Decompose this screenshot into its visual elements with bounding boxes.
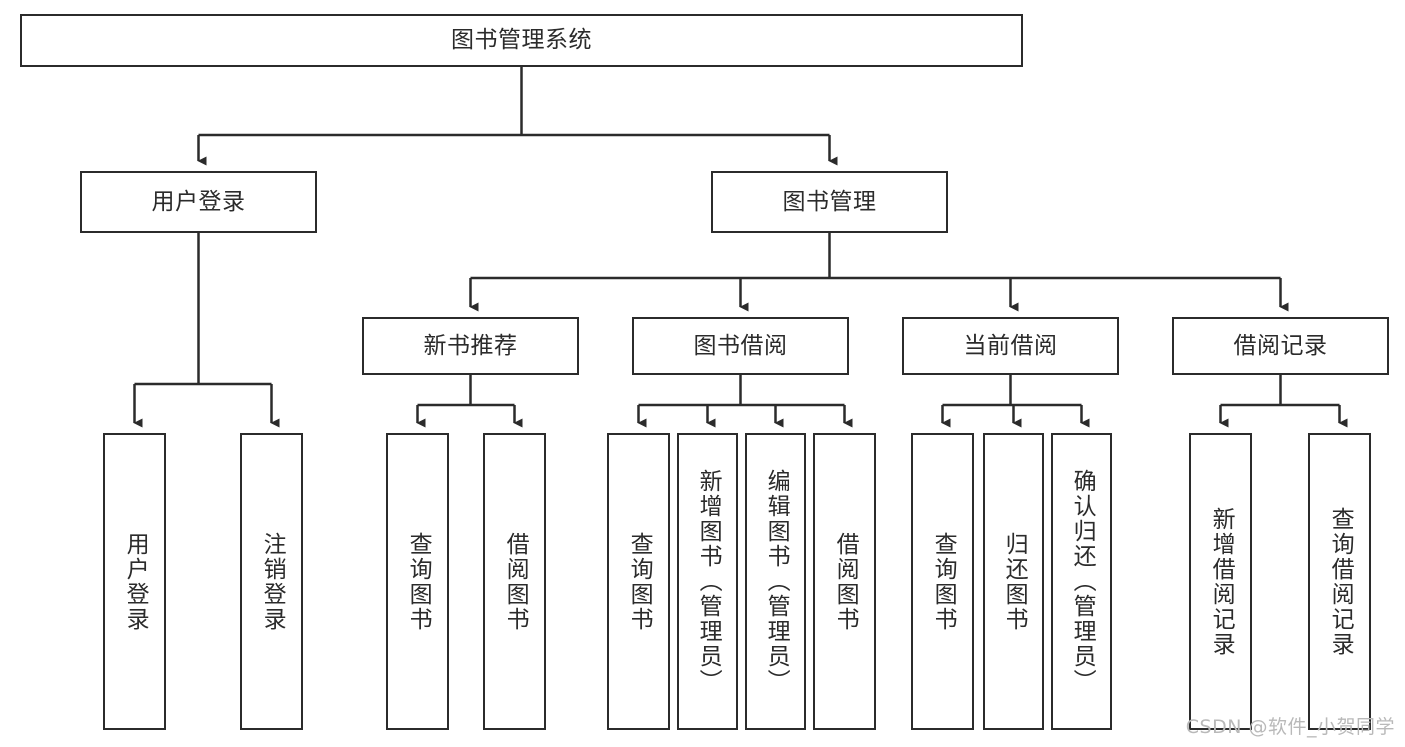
node-label: 查询图书 [405, 531, 432, 632]
node-leaf-logout[interactable]: 注销登录 [240, 433, 303, 730]
node-book-manage[interactable]: 图书管理 [711, 171, 948, 233]
node-label: 新增图书（管理员） [695, 469, 722, 694]
node-leaf-recommend-borrow-book[interactable]: 借阅图书 [483, 433, 546, 730]
node-leaf-borrow-borrow-book[interactable]: 借阅图书 [813, 433, 876, 730]
node-label: 图书借阅 [693, 332, 788, 359]
node-label: 图书管理系统 [451, 27, 592, 53]
node-new-book-recommend[interactable]: 新书推荐 [362, 317, 579, 375]
node-leaf-record-add[interactable]: 新增借阅记录 [1189, 433, 1252, 730]
node-label: 编辑图书（管理员） [763, 469, 790, 694]
node-label: 查询图书 [930, 531, 957, 632]
node-leaf-current-return-book[interactable]: 归还图书 [983, 433, 1044, 730]
node-user-login[interactable]: 用户登录 [80, 171, 317, 233]
node-leaf-borrow-query-book[interactable]: 查询图书 [607, 433, 670, 730]
node-label: 用户登录 [151, 188, 246, 215]
node-label: 查询借阅记录 [1327, 506, 1354, 657]
node-label: 当前借阅 [963, 332, 1058, 359]
node-leaf-current-query-book[interactable]: 查询图书 [911, 433, 974, 730]
node-label: 借阅记录 [1233, 332, 1328, 359]
node-borrow-record[interactable]: 借阅记录 [1172, 317, 1389, 375]
node-label: 查询图书 [626, 531, 653, 632]
node-label: 用户登录 [122, 531, 149, 632]
node-label: 借阅图书 [832, 531, 859, 632]
node-leaf-borrow-edit-book[interactable]: 编辑图书（管理员） [745, 433, 806, 730]
watermark-text: CSDN @软件_小贺同学 [1185, 716, 1395, 738]
node-label: 注销登录 [259, 531, 286, 632]
node-leaf-current-confirm-return[interactable]: 确认归还（管理员） [1051, 433, 1112, 730]
node-label: 新书推荐 [423, 332, 518, 359]
node-book-borrow[interactable]: 图书借阅 [632, 317, 849, 375]
node-leaf-user-login[interactable]: 用户登录 [103, 433, 166, 730]
node-current-borrow[interactable]: 当前借阅 [902, 317, 1119, 375]
node-label: 确认归还（管理员） [1069, 469, 1096, 694]
node-label: 图书管理 [782, 188, 877, 215]
node-label: 归还图书 [1001, 531, 1028, 632]
node-label: 新增借阅记录 [1208, 506, 1235, 657]
node-leaf-recommend-query-book[interactable]: 查询图书 [386, 433, 449, 730]
node-root[interactable]: 图书管理系统 [20, 14, 1023, 67]
node-label: 借阅图书 [502, 531, 529, 632]
node-leaf-record-query[interactable]: 查询借阅记录 [1308, 433, 1371, 730]
node-leaf-borrow-add-book[interactable]: 新增图书（管理员） [677, 433, 738, 730]
